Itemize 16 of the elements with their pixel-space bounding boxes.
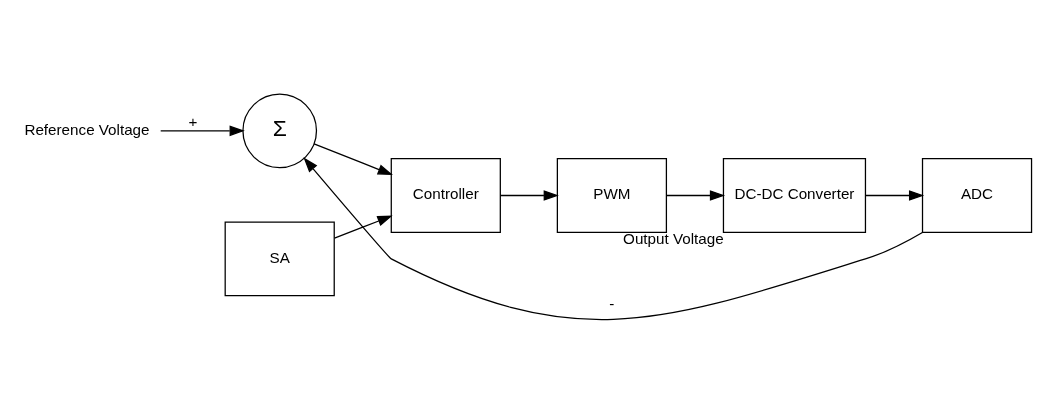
node-box: DC-DC Converter xyxy=(722,157,867,233)
node-box: PWM xyxy=(556,157,668,233)
arrow xyxy=(666,189,726,201)
node-box: SA xyxy=(224,221,335,296)
node-circle: Σ xyxy=(242,92,318,168)
edge-label: - xyxy=(609,294,615,312)
node-box: ADC xyxy=(921,157,1033,233)
node-box: Controller xyxy=(390,157,501,233)
edge-label: + xyxy=(188,112,198,130)
arrow xyxy=(303,156,924,320)
arrow xyxy=(500,189,559,201)
arrow xyxy=(865,189,925,201)
arrow xyxy=(313,142,393,175)
node-text: Reference Voltage xyxy=(24,120,150,138)
arrow xyxy=(160,125,245,136)
arrow xyxy=(333,215,393,239)
